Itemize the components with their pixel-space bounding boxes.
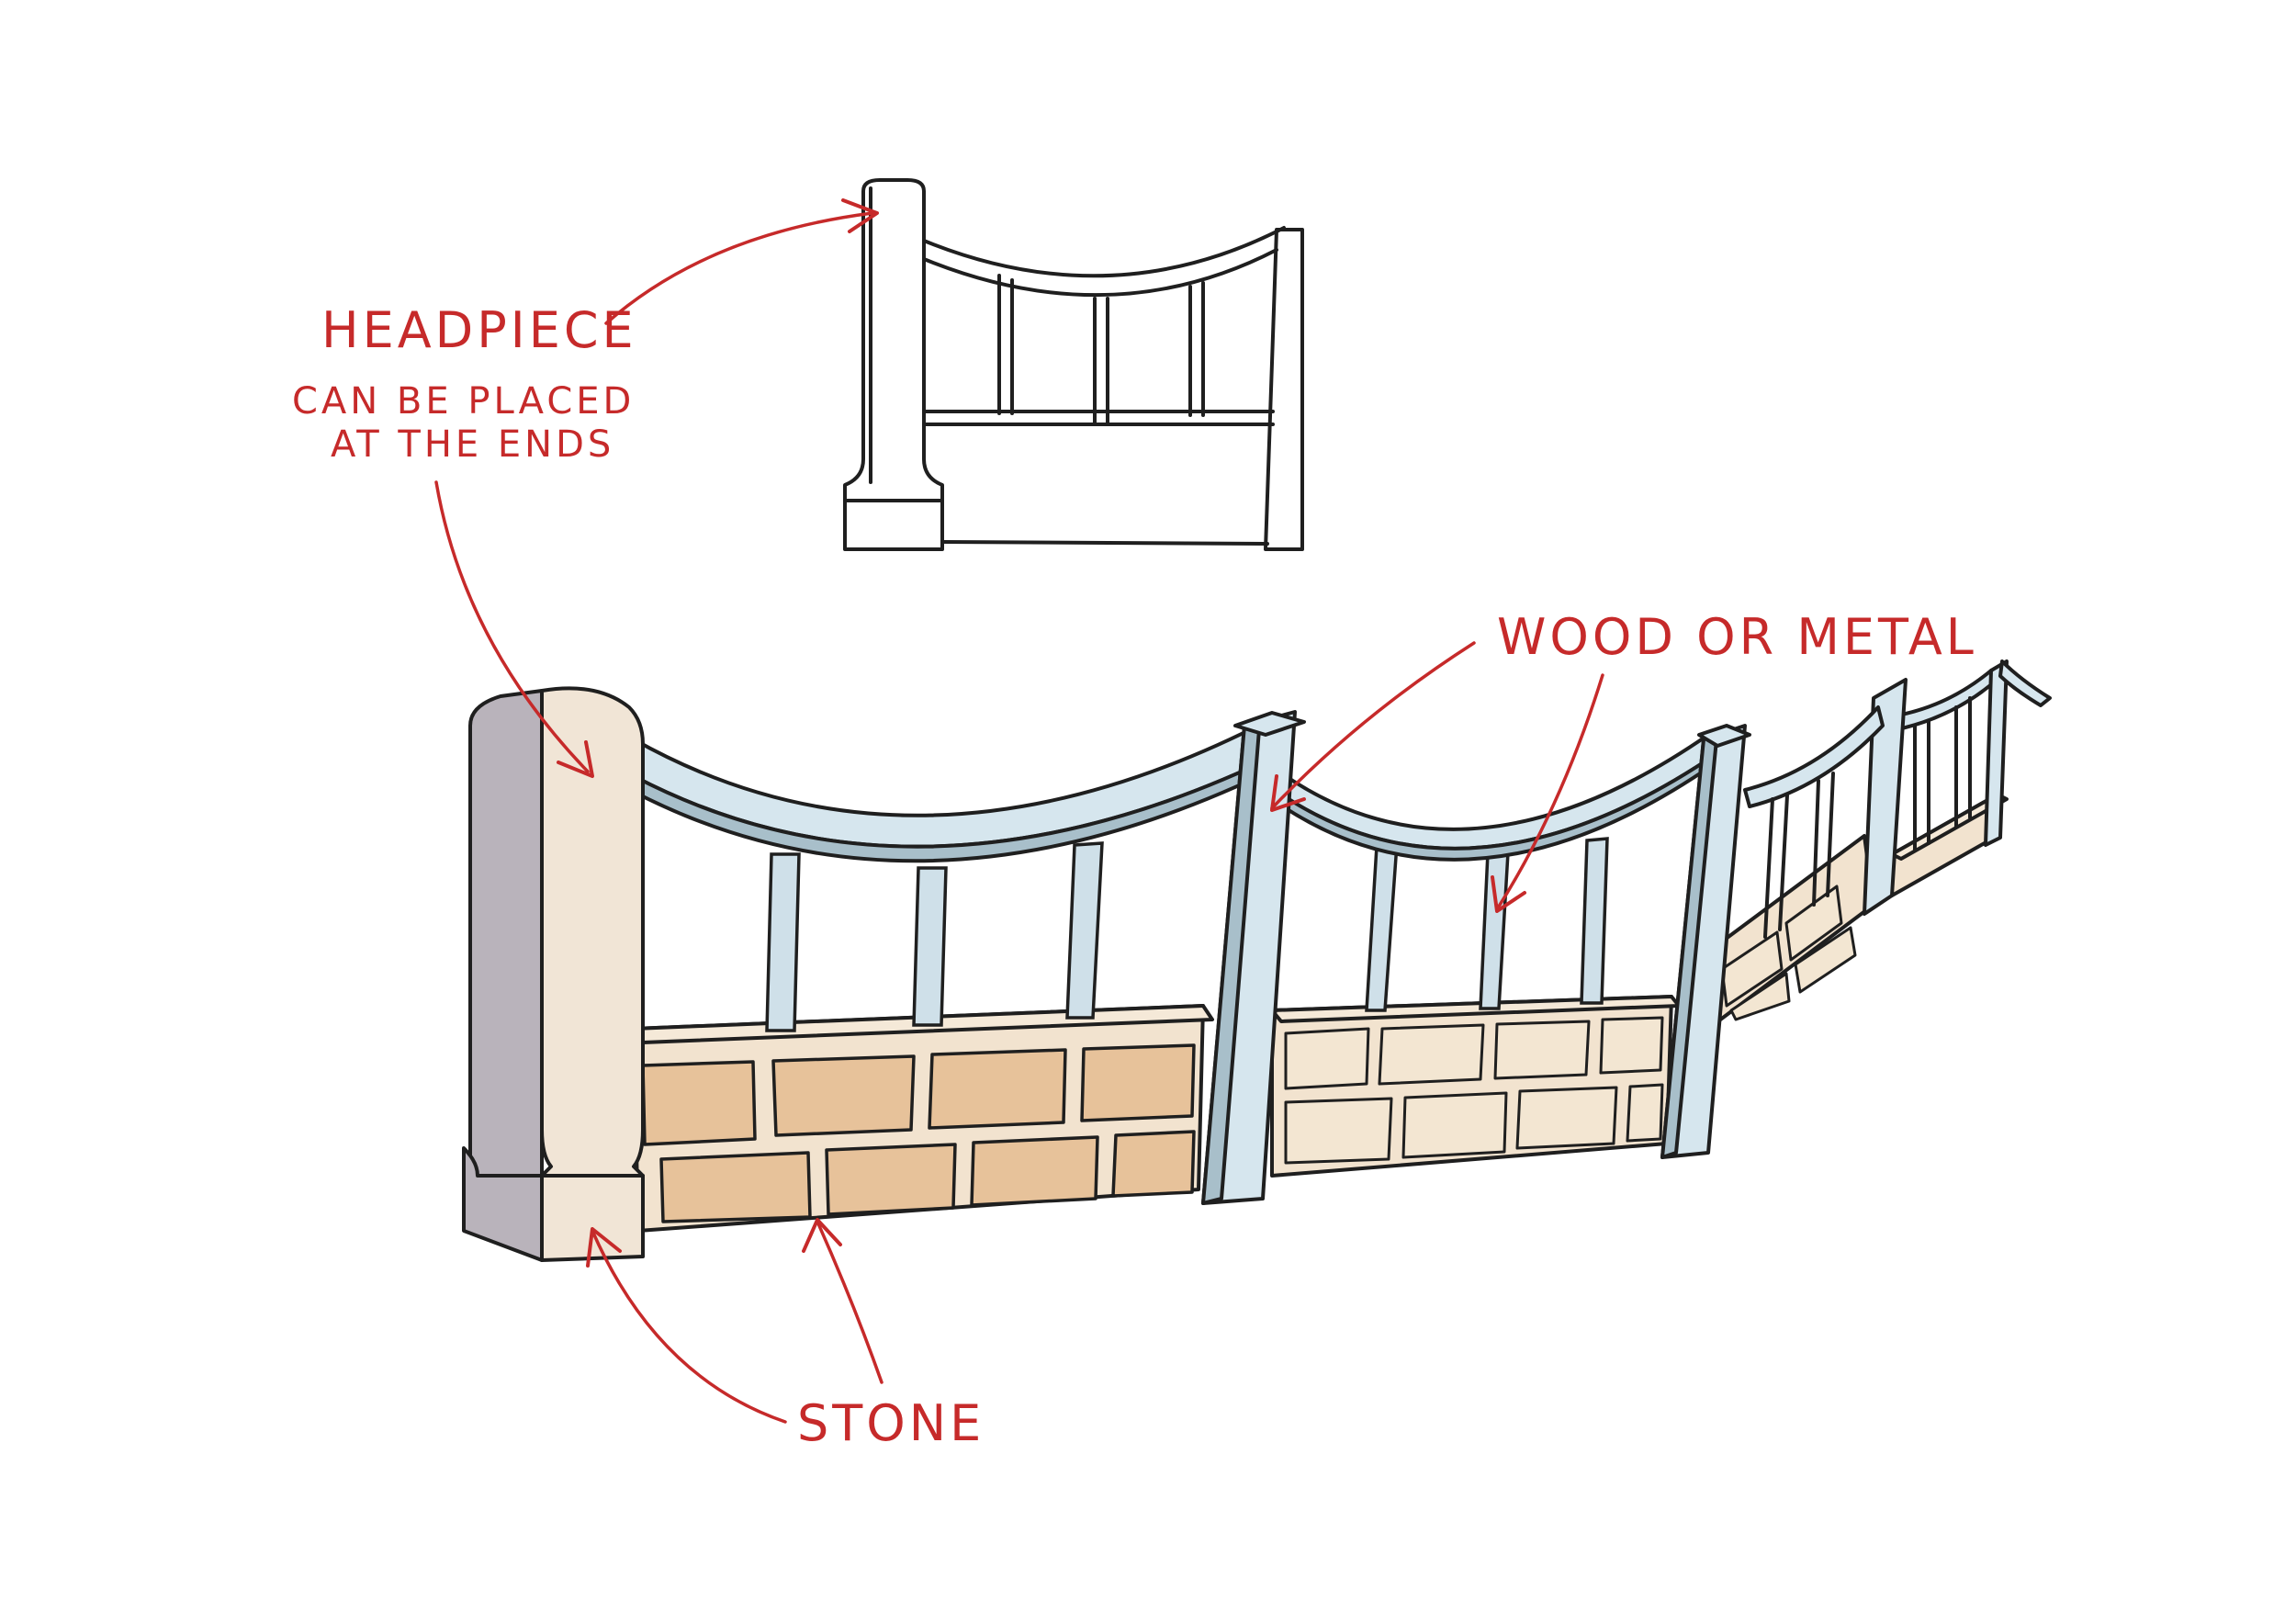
wood-arrow-to-bar bbox=[1495, 673, 1604, 911]
stone-arrow-to-pillar bbox=[591, 1229, 787, 1424]
fence-angled-segment bbox=[1702, 678, 1908, 1031]
headpiece-arrow-to-sketch bbox=[604, 211, 874, 325]
fence-far-segment bbox=[1890, 659, 2052, 897]
annotations: HEADPIECE CAN BE PLACED AT THE ENDS WOOD… bbox=[292, 198, 1977, 1452]
headpiece-note-line2: AT THE ENDS bbox=[331, 423, 614, 466]
fence-center-post bbox=[1201, 710, 1306, 1205]
wood-or-metal-label: WOOD OR METAL bbox=[1497, 608, 1977, 666]
stone-label: STONE bbox=[797, 1394, 985, 1452]
line-sketch-fence bbox=[843, 178, 1304, 551]
headpiece-pillar bbox=[462, 686, 645, 1262]
headpiece-note-line1: CAN BE PLACED bbox=[292, 380, 635, 423]
colored-fence bbox=[462, 659, 2052, 1262]
fence-left-segment bbox=[632, 719, 1283, 1233]
fence-right-post bbox=[1660, 724, 1751, 1159]
stone-arrow-to-bricks bbox=[816, 1220, 884, 1384]
fence-middle-segment bbox=[1270, 733, 1719, 1178]
headpiece-arrow-to-pillar bbox=[434, 480, 590, 773]
headpiece-label: HEADPIECE bbox=[321, 301, 637, 359]
wood-arrow-to-post bbox=[1270, 641, 1476, 810]
